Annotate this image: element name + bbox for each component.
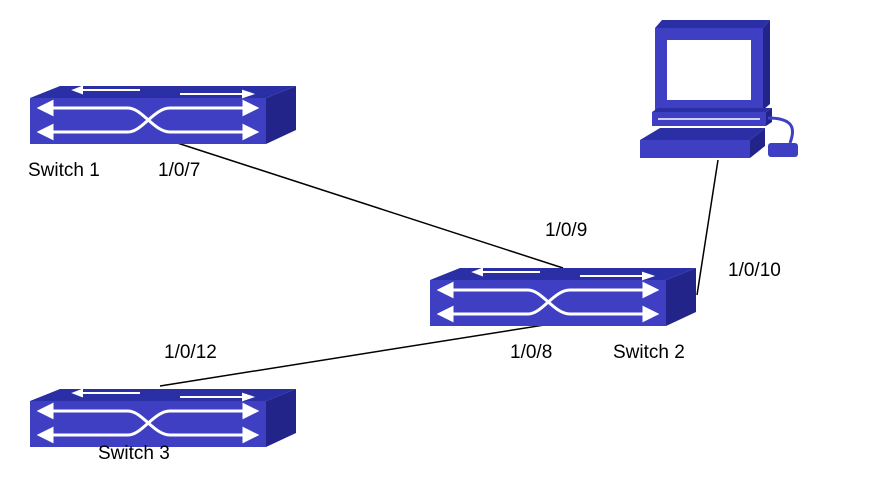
switch-3-icon [28,387,298,449]
port-label-sw1-1-0-7: 1/0/7 [158,160,201,181]
switch-2-icon [428,266,698,328]
computer-icon [640,20,798,158]
port-label-sw2-1-0-9: 1/0/9 [545,220,588,241]
switch-2-label: Switch 2 [613,342,685,363]
link-switch1-switch2 [164,138,564,269]
port-label-sw2-1-0-10: 1/0/10 [728,260,781,281]
link-switch3-switch2 [159,321,564,387]
port-label-sw3-1-0-12: 1/0/12 [164,342,217,363]
switch-3-label: Switch 3 [98,443,170,464]
port-label-sw2-1-0-8: 1/0/8 [510,342,553,363]
monitor-screen [667,40,751,100]
switch-1-label: Switch 1 [28,160,100,181]
mouse-icon [768,143,798,157]
link-switch2-pc [696,159,719,296]
links [159,138,719,387]
switch-1-icon [28,84,298,146]
